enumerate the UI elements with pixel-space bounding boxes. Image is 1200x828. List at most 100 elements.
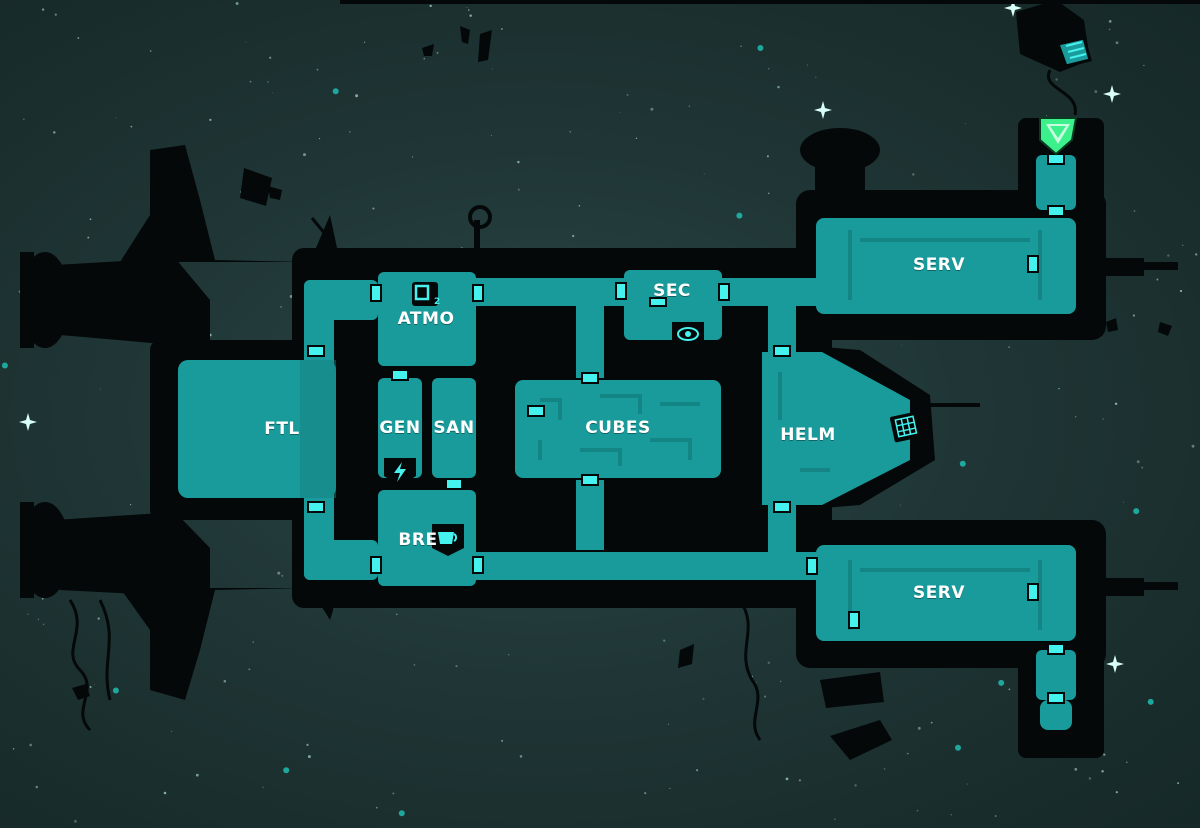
door[interactable] <box>649 297 667 307</box>
star <box>569 130 572 133</box>
star <box>1058 387 1060 390</box>
star <box>130 125 133 128</box>
star <box>767 661 771 665</box>
room-ftl[interactable] <box>178 360 336 498</box>
oxygen-icon: 2 <box>412 282 440 307</box>
star <box>1115 41 1119 45</box>
door[interactable] <box>307 345 325 357</box>
star <box>53 131 56 134</box>
star <box>1074 416 1077 418</box>
star <box>1101 769 1104 773</box>
door[interactable] <box>615 282 627 300</box>
star <box>235 2 239 5</box>
star <box>170 730 173 733</box>
door[interactable] <box>527 405 545 417</box>
star <box>901 344 902 346</box>
room-bre[interactable] <box>378 490 476 586</box>
door[interactable] <box>581 474 599 486</box>
room-helm[interactable] <box>762 352 910 505</box>
star <box>269 56 272 59</box>
star <box>223 680 227 683</box>
star <box>262 786 264 788</box>
star <box>436 51 439 54</box>
star <box>411 156 414 158</box>
star <box>1125 761 1128 764</box>
room-atmo[interactable] <box>378 272 476 366</box>
star <box>115 117 117 119</box>
star <box>73 819 77 823</box>
star <box>766 155 769 158</box>
doors <box>307 153 1065 704</box>
star <box>635 137 638 140</box>
star <box>757 45 764 51</box>
room-gen[interactable] <box>378 378 422 478</box>
star <box>1102 418 1104 420</box>
star <box>29 743 33 747</box>
star <box>854 784 857 787</box>
door[interactable] <box>773 345 791 357</box>
star <box>1103 753 1106 756</box>
green-crystal-marker-icon[interactable] <box>1039 117 1078 156</box>
star <box>1055 78 1058 81</box>
star <box>619 111 621 113</box>
door[interactable] <box>370 556 382 574</box>
star <box>41 8 45 11</box>
door[interactable] <box>1047 153 1065 165</box>
star <box>779 680 782 683</box>
door[interactable] <box>581 372 599 384</box>
door[interactable] <box>1027 583 1039 601</box>
door[interactable] <box>718 283 730 301</box>
door[interactable] <box>391 369 409 381</box>
eye-icon <box>672 322 704 348</box>
star <box>423 57 425 60</box>
star <box>1177 782 1180 785</box>
star <box>1115 791 1118 794</box>
door[interactable] <box>1047 643 1065 655</box>
door[interactable] <box>1047 205 1065 217</box>
door[interactable] <box>307 501 325 513</box>
door[interactable] <box>445 478 463 490</box>
star <box>492 68 494 70</box>
room-san[interactable] <box>432 378 476 478</box>
star <box>768 68 770 70</box>
star <box>1133 210 1136 212</box>
star <box>77 37 80 39</box>
star <box>1147 698 1154 705</box>
star <box>883 768 886 770</box>
debris <box>72 0 1200 760</box>
star <box>466 7 468 9</box>
star <box>398 810 405 817</box>
star <box>1179 289 1183 293</box>
star <box>289 295 293 298</box>
star <box>1182 244 1184 247</box>
star <box>267 81 269 83</box>
door[interactable] <box>472 556 484 574</box>
star <box>248 668 251 671</box>
star <box>41 597 44 600</box>
door[interactable] <box>472 284 484 302</box>
door[interactable] <box>773 501 791 513</box>
star <box>930 721 933 724</box>
star <box>644 792 647 795</box>
star <box>798 779 801 782</box>
star <box>23 118 25 120</box>
door[interactable] <box>1047 692 1065 704</box>
power-bolt-icon <box>384 458 416 486</box>
door[interactable] <box>848 611 860 629</box>
star <box>626 93 629 96</box>
star <box>950 813 952 816</box>
star <box>37 618 39 620</box>
star <box>1136 460 1140 464</box>
door[interactable] <box>806 557 818 575</box>
star <box>42 623 45 626</box>
door[interactable] <box>1027 255 1039 273</box>
star <box>501 28 503 30</box>
star <box>815 76 817 78</box>
star <box>89 686 92 688</box>
star <box>955 744 961 751</box>
sparkle-star <box>1103 85 1121 103</box>
star <box>1141 466 1144 469</box>
door[interactable] <box>370 284 382 302</box>
star <box>245 41 247 43</box>
star <box>1094 90 1098 94</box>
